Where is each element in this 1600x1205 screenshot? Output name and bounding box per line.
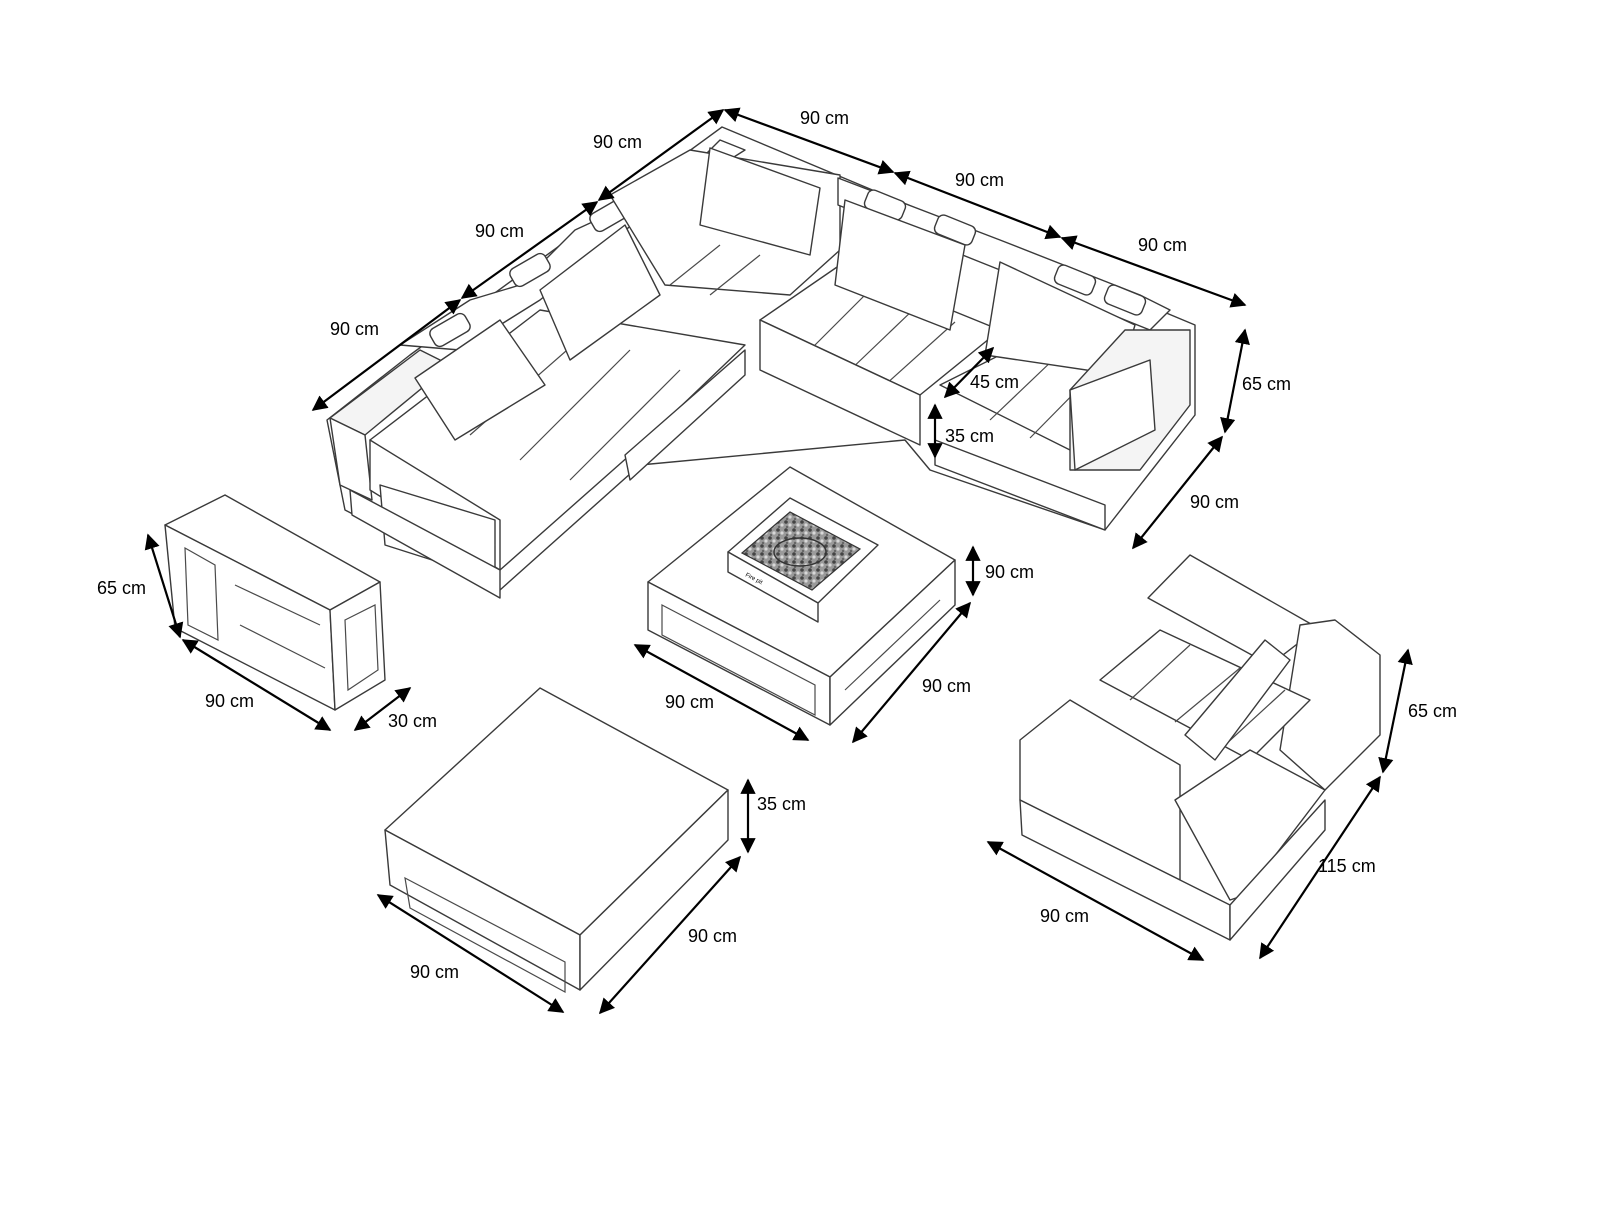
firepit-burner-front [727,551,819,623]
label-firepit-width: 90 cm [665,692,714,712]
shelf-unit [164,494,386,711]
dim-arrow-corner-left-1 [311,299,462,411]
label-shelf-depth: 30 cm [388,711,437,731]
left-base-frame [349,489,501,599]
shelf-side [329,581,386,711]
dimension-labels: 90 cm 90 cm 90 cm 90 cm 90 cm 90 cm 65 c… [97,108,1457,982]
label-corner-left-2: 90 cm [475,221,524,241]
left-end-arm-face [329,417,373,501]
label-ottoman-height: 35 cm [757,794,806,814]
label-corner-left-1: 90 cm [330,319,379,339]
dim-arrow-firepit-width [633,644,810,741]
armchair-pillow [1184,639,1291,761]
label-shelf-width: 90 cm [205,691,254,711]
dim-arrow-shelf-width [181,639,332,731]
dim-arrow-firepit-depth [852,601,971,744]
dim-arrow-ottoman-width [376,894,565,1013]
label-chair-width: 90 cm [1040,906,1089,926]
dim-arrow-sofa-depth [1132,435,1223,550]
dim-arrow-corner-top-2 [893,170,1062,240]
label-corner-top-3: 90 cm [1138,235,1187,255]
label-seat-back: 45 cm [970,372,1019,392]
label-ottoman-width: 90 cm [410,962,459,982]
label-sofa-depth: 90 cm [1190,492,1239,512]
dim-arrow-ottoman-depth [598,855,742,1015]
firepit-burner-ring [773,537,827,567]
label-sofa-height: 65 cm [1242,374,1291,394]
corner-sofa-set [326,126,1196,599]
dim-arrow-shelf-depth [353,687,412,731]
dimension-arrows [144,107,1413,1015]
dim-arrow-corner-top-1 [723,107,895,175]
dim-arrow-shelf-height [144,533,184,639]
label-ottoman-depth: 90 cm [688,926,737,946]
dim-arrow-chair-width [986,841,1205,961]
dim-arrow-corner-top-3 [1060,235,1247,308]
left-seat-side [624,349,746,481]
dim-arrow-seat-back [943,346,995,399]
label-corner-top-2: 90 cm [955,170,1004,190]
dim-arrow-chair-height [1378,648,1413,774]
firepit-table: Fire pit [647,466,956,726]
label-chair-height: 65 cm [1408,701,1457,721]
armchair-front-left-arm [1019,699,1181,881]
right-seat-1-front [759,319,921,446]
dim-arrow-corner-left-2 [460,201,599,299]
label-seat-height: 35 cm [945,426,994,446]
ottoman [384,687,729,994]
label-firepit-height: 90 cm [985,562,1034,582]
label-corner-top-1: 90 cm [800,108,849,128]
right-arm-front [1069,359,1156,471]
dim-arrow-sofa-height [1220,328,1250,434]
firepit-gravel [740,511,862,591]
label-corner-left-3: 90 cm [593,132,642,152]
label-chair-depth: 115 cm [1318,856,1376,876]
dim-arrow-chair-depth [1259,775,1381,960]
label-firepit-depth: 90 cm [922,676,971,696]
dim-arrow-corner-left-3 [597,109,725,201]
armchair [1019,554,1381,941]
label-shelf-height: 65 cm [97,578,146,598]
